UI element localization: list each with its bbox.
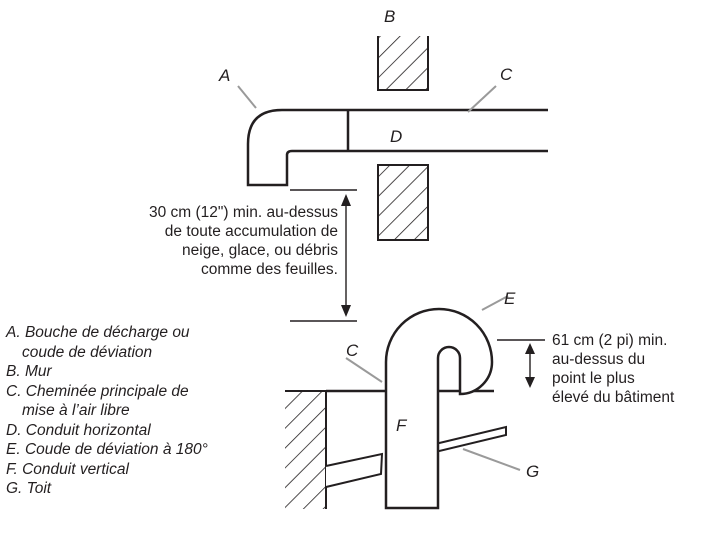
height-note-line: point le plus xyxy=(552,370,635,387)
legend-item-e: E. Coude de déviation à 180° xyxy=(6,441,208,458)
horizontal-duct xyxy=(246,108,548,187)
legend-item-f: F. Conduit vertical xyxy=(6,460,129,478)
roof-right xyxy=(430,425,507,455)
label-b: B xyxy=(384,7,396,26)
roof-left xyxy=(285,390,384,509)
label-a: A xyxy=(219,66,231,85)
legend-item-c-cont: mise à l’air libre xyxy=(22,402,130,419)
wall-upper xyxy=(377,36,429,91)
height-note: 61 cm (2 pi) min. au-dessus du point le … xyxy=(552,331,674,407)
label-c-top: C xyxy=(500,65,513,84)
label-g: G xyxy=(526,462,540,481)
height-dimension xyxy=(497,339,545,388)
leader-lines xyxy=(237,85,521,471)
clearance-note-line: neige, glace, ou débris xyxy=(182,242,338,259)
legend: A. Bouche de décharge ou coude de déviat… xyxy=(6,323,208,499)
label-d: D xyxy=(390,127,403,146)
clearance-note-line: 30 cm (12") min. au-dessus xyxy=(149,204,338,221)
height-note-line: 61 cm (2 pi) min. xyxy=(552,332,668,349)
legend-item-d: D. Conduit horizontal xyxy=(6,421,151,439)
label-f: F xyxy=(396,416,407,435)
label-c-bottom: C xyxy=(346,341,359,360)
clearance-note: 30 cm (12") min. au-dessus de toute accu… xyxy=(62,203,338,279)
height-note-line: au-dessus du xyxy=(552,351,646,368)
clearance-dimension xyxy=(290,189,357,322)
clearance-note-line: de toute accumulation de xyxy=(164,223,338,240)
vertical-duct xyxy=(384,307,494,510)
legend-item-g: G. Toit xyxy=(6,480,52,497)
wall-lower xyxy=(377,164,429,241)
label-e: E xyxy=(504,289,516,308)
legend-item-b: B. Mur xyxy=(6,363,52,380)
legend-item-c: C. Cheminée principale de xyxy=(6,382,189,400)
legend-item-a: A. Bouche de décharge ou xyxy=(6,324,190,341)
height-note-line: élevé du bâtiment xyxy=(552,389,675,406)
clearance-note-line: comme des feuilles. xyxy=(201,261,338,278)
legend-item-a-cont: coude de déviation xyxy=(22,343,153,361)
